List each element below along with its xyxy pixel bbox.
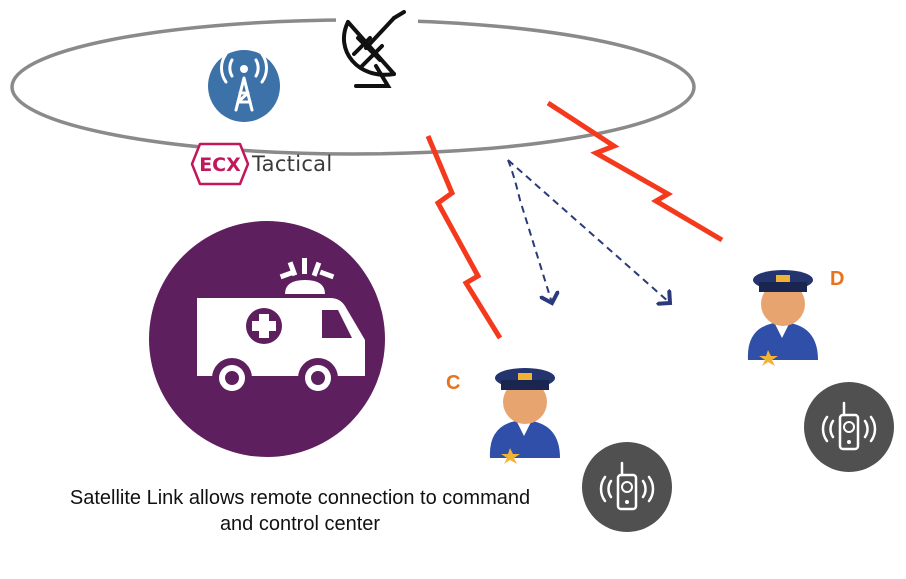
police-officer-icon — [747, 270, 818, 366]
ecx-hexagon-badge: ECX — [190, 142, 250, 186]
satellite-link-c — [425, 135, 503, 340]
police-officer-icon — [489, 368, 560, 464]
diagram-caption: Satellite Link allows remote connection … — [69, 487, 531, 535]
dashed-arrow-d — [507, 159, 670, 303]
dashed-arrow-c — [507, 159, 552, 303]
walkie-talkie-icon — [582, 442, 672, 532]
ambulance-icon — [149, 221, 385, 457]
brand-badge: ECX — [199, 154, 241, 176]
brand-name: Tactical — [252, 152, 333, 176]
satellite-dish-icon — [336, 8, 418, 90]
ecx-tactical-logo: ECX Tactical — [190, 140, 332, 188]
unit-label-d: D — [830, 268, 845, 290]
radio-tower-icon — [208, 50, 280, 122]
unit-label-c: C — [446, 372, 461, 394]
walkie-talkie-icon — [804, 382, 894, 472]
satellite-link-d — [546, 100, 724, 243]
